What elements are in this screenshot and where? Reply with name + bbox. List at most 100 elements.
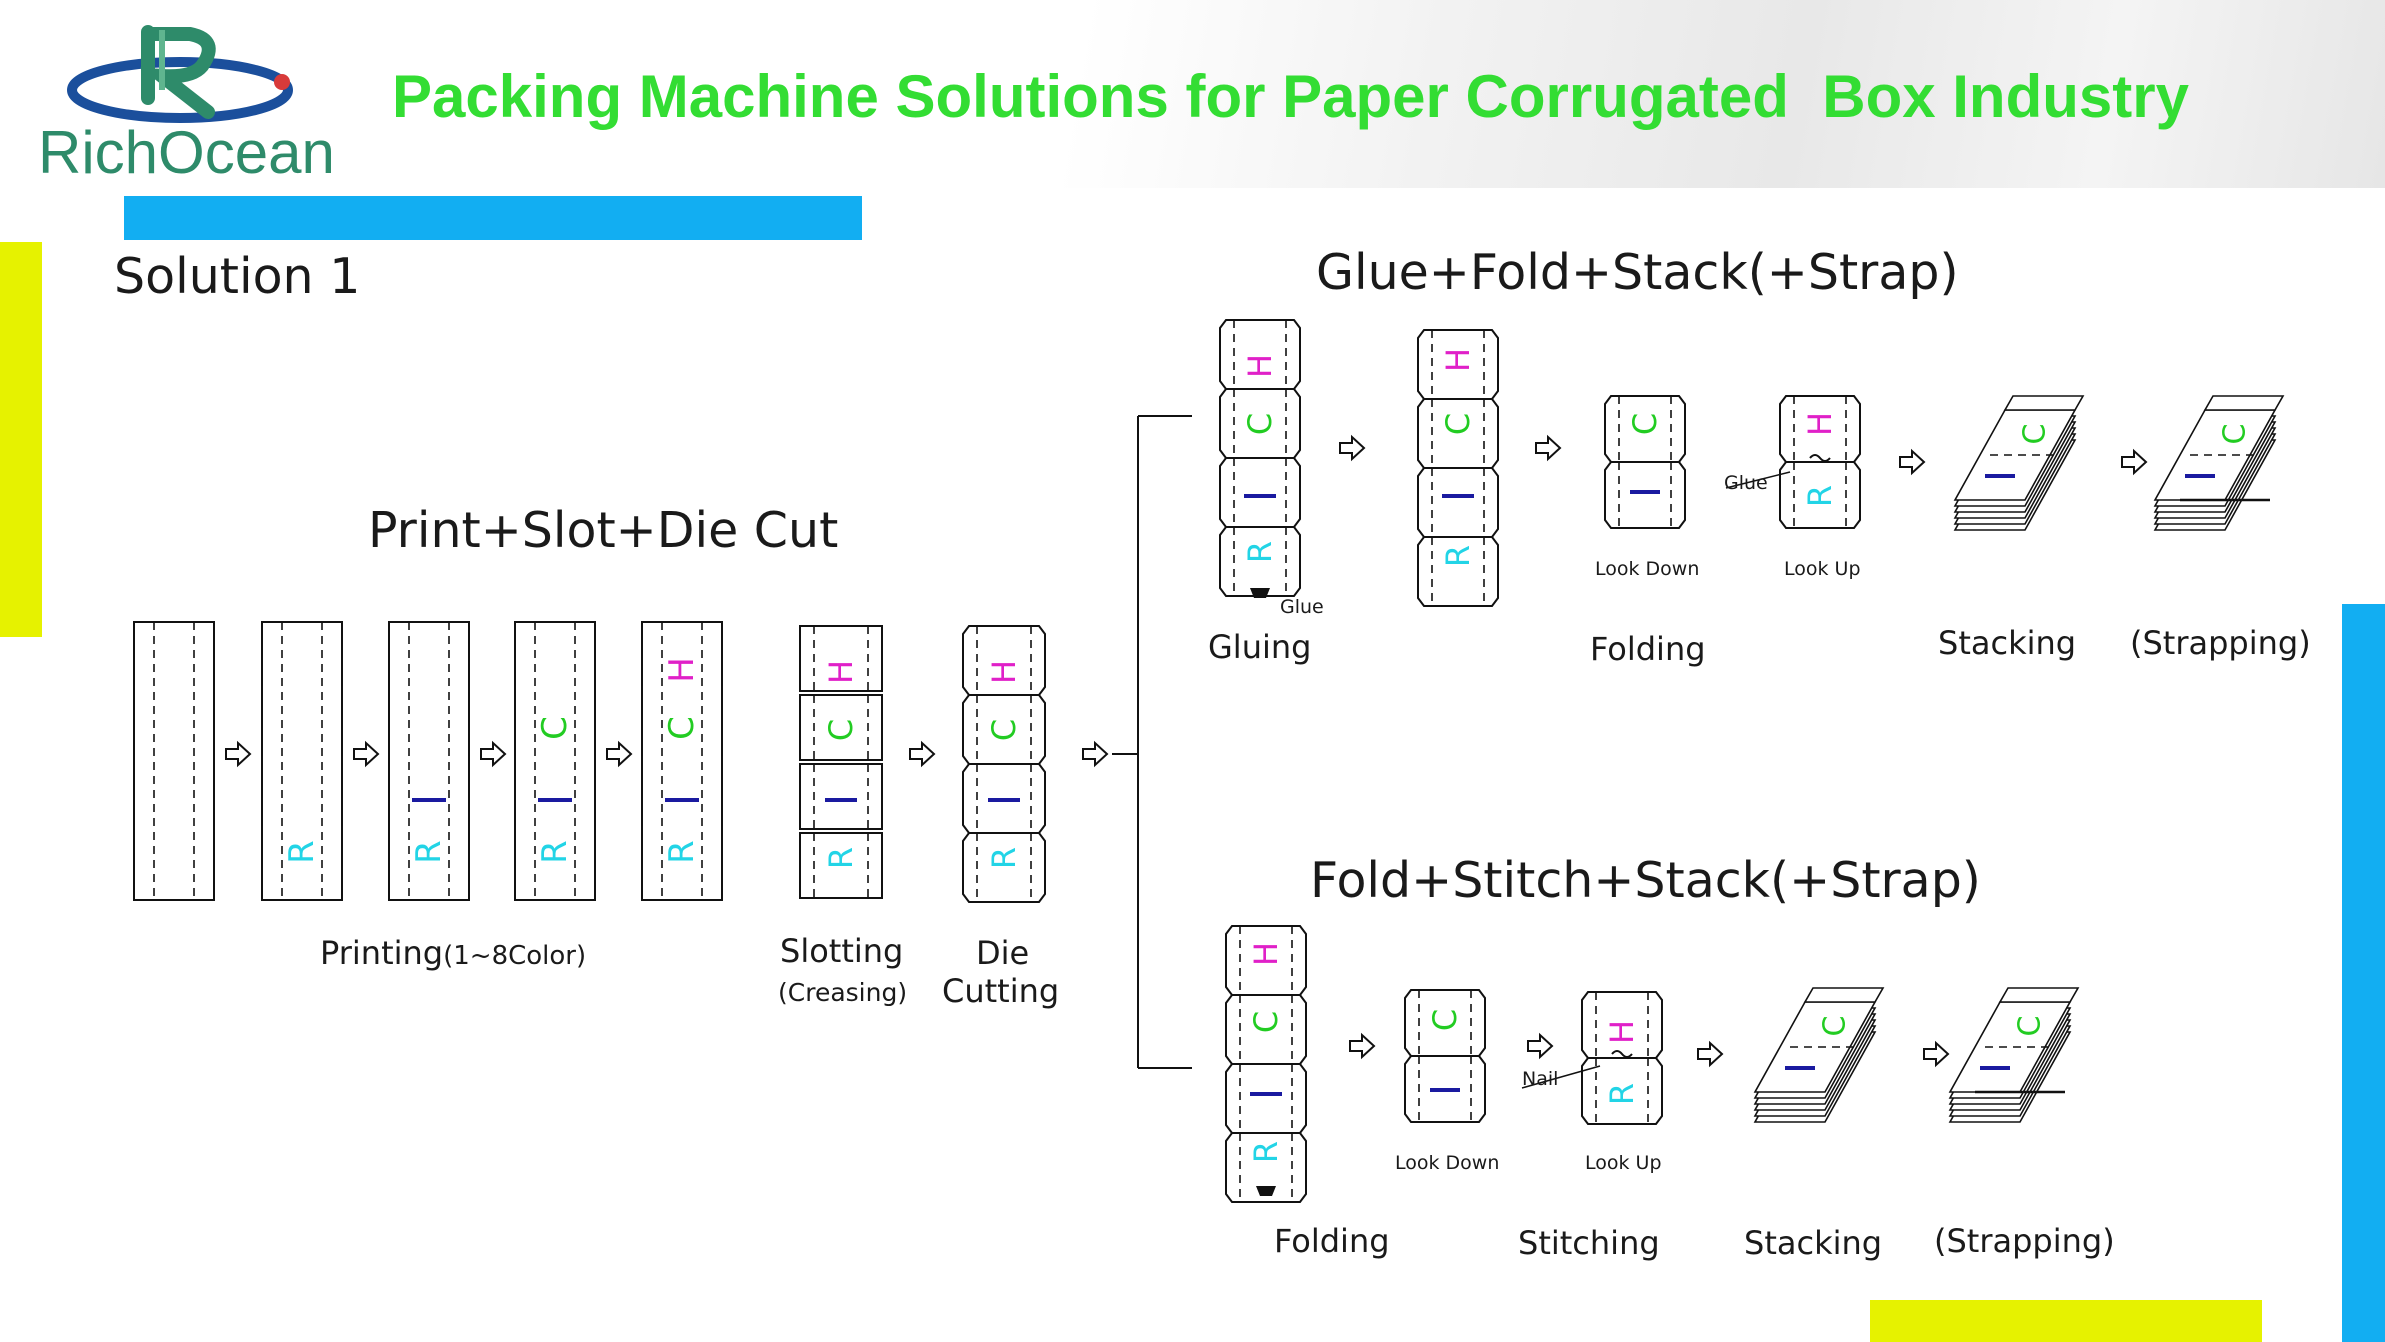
flow-arrow-icon bbox=[1899, 448, 1926, 476]
glue-section-title: Glue+Fold+Stack(+Strap) bbox=[1316, 244, 1959, 301]
page-title: Packing Machine Solutions for Paper Corr… bbox=[392, 63, 2189, 130]
panel-letter-r: R bbox=[282, 840, 322, 864]
panel-letter-h: H bbox=[822, 660, 860, 684]
panel-letter-r: R bbox=[822, 847, 860, 869]
logo bbox=[30, 20, 360, 190]
glue-tab bbox=[1250, 588, 1270, 598]
die-label: Die bbox=[976, 934, 1030, 972]
panel-letter-i bbox=[825, 798, 857, 802]
glue-note: Glue bbox=[1280, 596, 1324, 618]
panel-letter-h: H bbox=[1247, 942, 1285, 966]
gluing-blank-panel bbox=[1219, 526, 1301, 597]
nail-note: Nail bbox=[1522, 1068, 1559, 1090]
printing-label-text: Printing bbox=[320, 934, 444, 972]
stitch-look-down: Look Down bbox=[1395, 1152, 1500, 1174]
panel-letter-c: C bbox=[1241, 413, 1279, 435]
accent-bar-yellow-left bbox=[0, 242, 42, 637]
panel-letter-c: C bbox=[1818, 1016, 1853, 1037]
flow-arrow-icon bbox=[1082, 740, 1109, 768]
panel-letter-c: C bbox=[1426, 1009, 1464, 1031]
gluing-blank-panel bbox=[1219, 457, 1301, 528]
flow-arrow-icon bbox=[353, 740, 380, 768]
flow-arrow-icon bbox=[2121, 448, 2148, 476]
logo-icon bbox=[67, 25, 293, 123]
print-section-title: Print+Slot+Die Cut bbox=[368, 502, 839, 559]
flow-arrow-icon bbox=[1697, 1040, 1724, 1068]
slotting-note: (Creasing) bbox=[778, 978, 908, 1007]
printing-sheet bbox=[388, 621, 470, 901]
flow-arrow-icon bbox=[1535, 434, 1562, 462]
panel-letter-i bbox=[1250, 1092, 1282, 1096]
panel-letter-i bbox=[1244, 494, 1276, 498]
gluing-label: Gluing bbox=[1208, 628, 1312, 666]
panel-letter-h: H bbox=[1439, 348, 1477, 372]
accent-bar-yellow-bottom bbox=[1870, 1300, 2262, 1342]
panel-letter-r: R bbox=[1247, 1141, 1285, 1163]
panel-letter-c: C bbox=[2218, 424, 2253, 445]
panel-letter-r: R bbox=[1801, 485, 1839, 507]
accent-bar-blue-right bbox=[2342, 604, 2385, 1342]
panel-letter-c: C bbox=[1247, 1011, 1285, 1033]
panel-letter-c: C bbox=[1626, 413, 1664, 435]
look-down-box-panel bbox=[1604, 461, 1686, 529]
panel-letter-r: R bbox=[662, 840, 702, 864]
flow-arrow-icon bbox=[1339, 434, 1366, 462]
glue-folding-label: Folding bbox=[1590, 630, 1706, 668]
panel-letter-i bbox=[1980, 1066, 2010, 1070]
flow-arrow-icon bbox=[225, 740, 252, 768]
glue-look-up: Look Up bbox=[1784, 558, 1861, 580]
slotting-label: Slotting bbox=[780, 932, 904, 970]
panel-letter-i bbox=[988, 798, 1020, 802]
printing-sheet bbox=[261, 621, 343, 901]
stitch-stacking-label: Stacking bbox=[1744, 1224, 1883, 1262]
panel-letter-i bbox=[1442, 494, 1474, 498]
glue-strap-stack-top bbox=[2203, 395, 2285, 411]
panel-letter-h: H bbox=[662, 657, 702, 683]
panel-letter-i bbox=[1630, 490, 1660, 494]
glue-strapping-label: (Strapping) bbox=[2130, 624, 2311, 662]
stitch-folding-blank-panel bbox=[1225, 1132, 1307, 1203]
stitch-stack-top bbox=[1803, 987, 1885, 1003]
panel-letter-h: H bbox=[1603, 1020, 1641, 1044]
printing-sheet bbox=[514, 621, 596, 901]
flow-arrow-icon bbox=[909, 740, 936, 768]
glue-look-down: Look Down bbox=[1595, 558, 1700, 580]
panel-letter-r: R bbox=[409, 840, 449, 864]
stitch-look-up: Look Up bbox=[1585, 1152, 1662, 1174]
panel-letter-r: R bbox=[1439, 545, 1477, 567]
panel-letter-c: C bbox=[2013, 1016, 2048, 1037]
printing-sheet bbox=[641, 621, 723, 901]
panel-letter-i bbox=[2185, 474, 2215, 478]
printing-label: Printing(1~8Color) bbox=[320, 934, 586, 972]
flow-arrow-icon bbox=[1923, 1040, 1950, 1068]
panel-letter-i bbox=[1785, 1066, 1815, 1070]
panel-letter-i bbox=[412, 798, 446, 802]
flap-tab bbox=[1256, 1186, 1276, 1196]
stitch-seam bbox=[1611, 1050, 1633, 1058]
stitch-strap-stack-top bbox=[1998, 987, 2080, 1003]
glue-seam bbox=[1809, 454, 1831, 462]
panel-letter-c: C bbox=[535, 716, 575, 740]
panel-letter-i bbox=[1430, 1088, 1460, 1092]
look-up-box-panel bbox=[1779, 461, 1861, 529]
panel-letter-r: R bbox=[1241, 541, 1279, 563]
logo-text: RichOcean bbox=[38, 119, 335, 186]
glue-note-2: Glue bbox=[1724, 472, 1768, 494]
stitch-section-title: Fold+Stitch+Stack(+Strap) bbox=[1310, 852, 1981, 909]
panel-letter-i bbox=[1985, 474, 2015, 478]
die-cut-blank-panel bbox=[962, 832, 1046, 903]
printing-note: (1~8Color) bbox=[443, 941, 587, 971]
flow-arrow-icon bbox=[1349, 1032, 1376, 1060]
flow-arrow-icon bbox=[606, 740, 633, 768]
flow-arrow-icon bbox=[480, 740, 507, 768]
cutting-label: Cutting bbox=[942, 972, 1060, 1010]
header-banner bbox=[0, 0, 2385, 188]
panel-letter-c: C bbox=[2018, 424, 2053, 445]
stitch-folding-label: Folding bbox=[1274, 1222, 1390, 1260]
folding-blank-panel bbox=[1417, 467, 1499, 538]
slotted-blank-panel bbox=[799, 763, 883, 830]
accent-bar-blue-top bbox=[124, 196, 862, 240]
flow-arrow-icon bbox=[1527, 1032, 1554, 1060]
nail-pointer bbox=[1521, 1065, 1601, 1089]
